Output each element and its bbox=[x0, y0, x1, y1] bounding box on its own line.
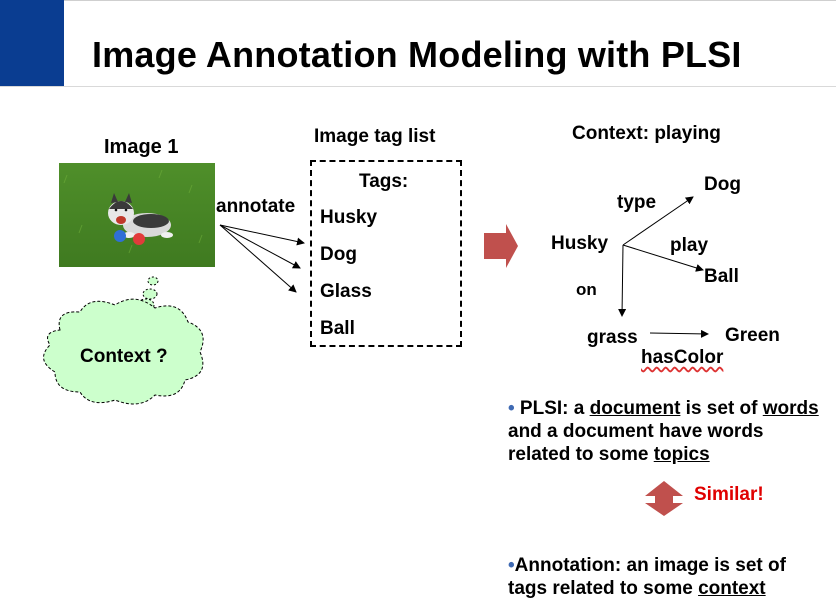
header-accent-block bbox=[0, 0, 64, 86]
header-divider bbox=[0, 86, 836, 87]
similar-label: Similar! bbox=[694, 484, 764, 505]
annotate-label: annotate bbox=[216, 196, 296, 217]
thought-bubble-medium bbox=[142, 288, 158, 300]
graph-edge-hascolor: hasColor bbox=[641, 347, 724, 368]
tag-list-box bbox=[310, 160, 462, 347]
tag-item: Glass bbox=[320, 281, 372, 302]
context-cloud-label: Context ? bbox=[80, 346, 168, 367]
context-cloud bbox=[43, 298, 204, 405]
annotate-arrow-2 bbox=[219, 224, 301, 269]
graph-node-grass: grass bbox=[587, 327, 638, 348]
annotation-line-1: •Annotation: an image is set of bbox=[508, 555, 786, 576]
graph-node-green: Green bbox=[725, 325, 780, 346]
image-label: Image 1 bbox=[104, 136, 179, 158]
graph-edge-play: play bbox=[670, 235, 709, 256]
plsi-line-3: related to some topics bbox=[508, 444, 710, 465]
annotate-arrow-3 bbox=[219, 224, 297, 293]
graph-edge-on: on bbox=[576, 280, 597, 299]
annotation-line-2: tags related to some context bbox=[508, 578, 766, 599]
tags-header: Tags: bbox=[359, 171, 409, 192]
edge-husky-ball bbox=[622, 244, 704, 272]
annotate-arrow-1 bbox=[219, 224, 305, 246]
bullet-icon: • bbox=[508, 555, 515, 576]
graph-node-husky: Husky bbox=[551, 233, 609, 254]
husky-photo-illustration bbox=[59, 163, 215, 267]
graph-node-ball: Ball bbox=[704, 266, 739, 287]
context-title: Context: playing bbox=[572, 123, 721, 144]
tag-item: Dog bbox=[320, 244, 357, 265]
plsi-line-1: • PLSI: a document is set of words bbox=[508, 398, 819, 419]
husky-photo bbox=[59, 163, 215, 267]
slide-title: Image Annotation Modeling with PLSI bbox=[92, 34, 742, 75]
plsi-line-2: and a document have words bbox=[508, 421, 764, 442]
similar-double-arrow-icon bbox=[645, 481, 683, 516]
edge-husky-dog bbox=[622, 196, 694, 246]
edge-grass-green bbox=[649, 329, 709, 338]
tag-item: Husky bbox=[320, 207, 378, 228]
thought-bubble-small bbox=[147, 276, 159, 286]
tag-list-label: Image tag list bbox=[314, 126, 436, 147]
edge-husky-grass bbox=[618, 244, 627, 317]
bullet-icon: • bbox=[508, 398, 515, 419]
graph-edge-type: type bbox=[617, 192, 657, 213]
tag-item: Ball bbox=[320, 318, 355, 339]
header-top-line bbox=[64, 0, 836, 1]
transform-arrow-icon bbox=[484, 224, 518, 268]
graph-node-dog: Dog bbox=[704, 174, 741, 195]
